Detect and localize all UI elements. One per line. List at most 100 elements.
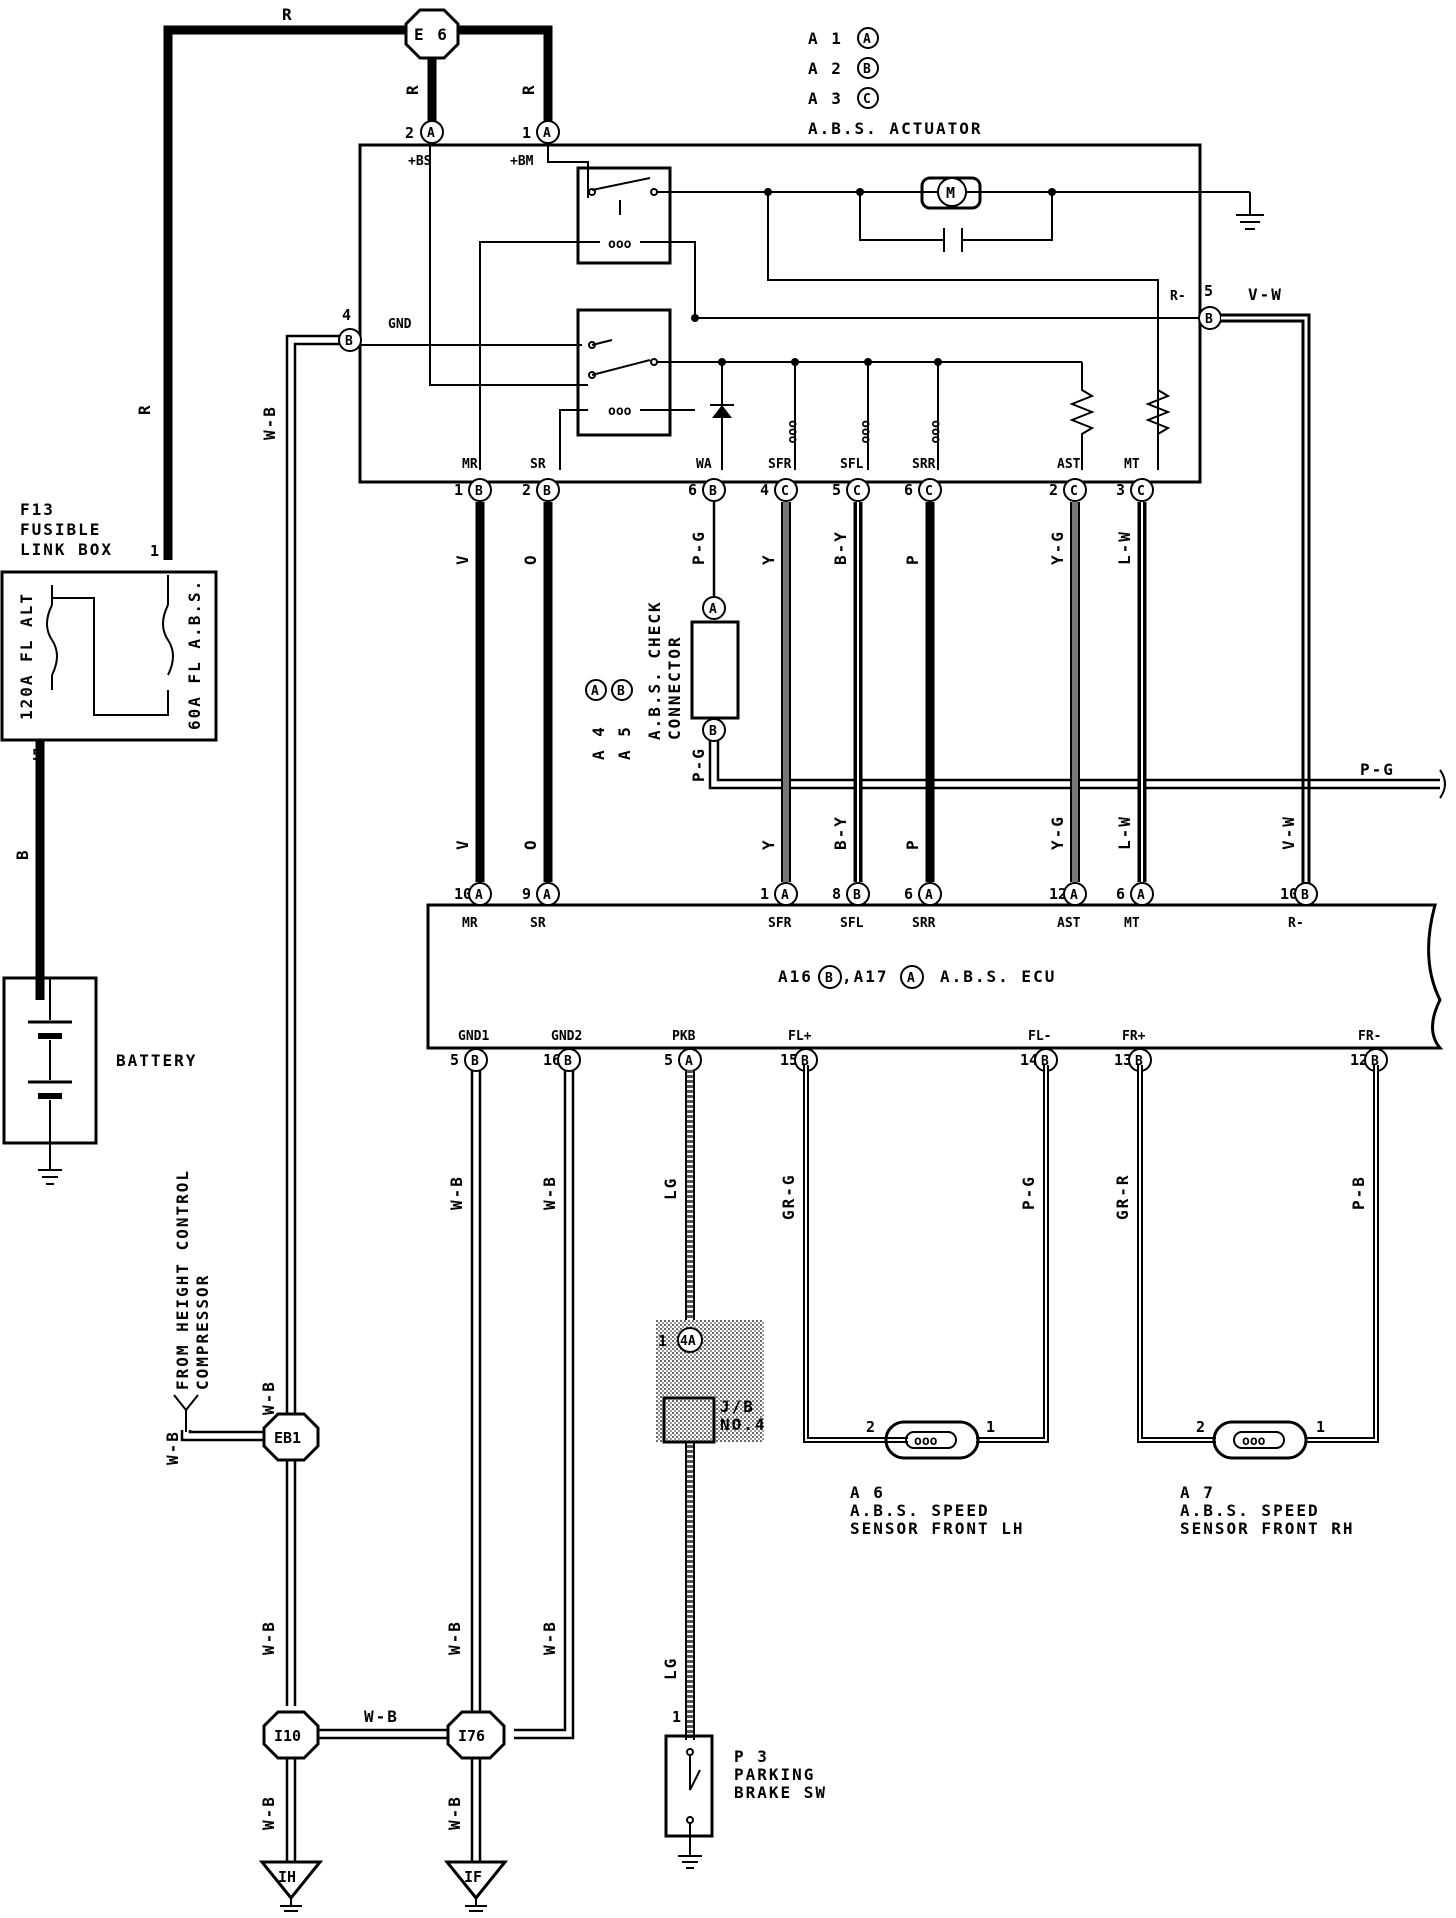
svg-text:2: 2 <box>866 1418 875 1436</box>
jb-label-1: J/B <box>720 1397 755 1416</box>
wire-pg <box>708 738 1446 799</box>
wire-label-wb-ih: W-B <box>259 1795 278 1830</box>
svg-text:ooo: ooo <box>785 420 800 444</box>
height-control-label-1: FROM HEIGHT CONTROL <box>173 1169 192 1390</box>
wire-label-r-top: R <box>282 5 294 24</box>
ecu-top-pin-0-label: MR <box>462 916 478 931</box>
wire-label-wb-eb1-bottom: W-B <box>259 1620 278 1655</box>
actuator-pin-bm-name: +BM <box>510 154 534 169</box>
svg-text:B: B <box>1041 1054 1049 1069</box>
actuator-internal: ooo M ooo <box>360 143 1264 470</box>
wire-label-o-upper: O <box>521 553 540 565</box>
svg-text:C: C <box>1070 484 1078 499</box>
fuse-120a-label: 120A FL ALT <box>17 592 36 720</box>
check-conn-a5: A 5 <box>615 725 634 760</box>
svg-text:13: 13 <box>1114 1051 1132 1069</box>
fusible-title-2: LINK BOX <box>20 540 113 559</box>
actuator-conn-a3-letter: C <box>863 92 871 107</box>
ecu-top-pin-2-label: SFR <box>768 916 792 931</box>
parking-label-1: PARKING <box>734 1765 815 1784</box>
fusible-id: F13 <box>20 500 55 519</box>
svg-text:B: B <box>617 684 625 699</box>
height-control-label-2: COMPRESSOR <box>193 1274 212 1390</box>
wire-label-lg-upper: LG <box>661 1177 680 1200</box>
svg-text:1: 1 <box>672 1708 681 1726</box>
svg-text:2: 2 <box>522 481 531 499</box>
svg-text:A: A <box>543 126 551 141</box>
wire-label-y-lower: Y <box>759 838 778 850</box>
svg-text:B: B <box>475 484 483 499</box>
svg-text:A: A <box>709 602 717 617</box>
svg-text:B: B <box>1371 1054 1379 1069</box>
svg-text:C: C <box>925 484 933 499</box>
ecu-top-pin-5-label: AST <box>1057 916 1081 931</box>
actuator-pin-5-label: SRR <box>912 457 936 472</box>
ecu-top-pin-6-label: MT <box>1124 916 1140 931</box>
ecu-bottom-pin-5-label: FR+ <box>1122 1029 1146 1044</box>
check-conn-a4: A 4 <box>589 725 608 760</box>
actuator-pin-7-label: MT <box>1124 457 1140 472</box>
svg-text:B: B <box>471 1054 479 1069</box>
svg-text:1: 1 <box>522 124 531 142</box>
svg-text:1: 1 <box>1316 1418 1325 1436</box>
wire-label-v-lower: V <box>453 838 472 850</box>
svg-text:ooo: ooo <box>858 420 873 444</box>
speed-sensor-front-lh: 2 ooo 1 A 6 A.B.S. SPEED SENSOR FRONT LH <box>850 1418 1025 1538</box>
wire-label-gnd1: W-B <box>447 1175 466 1210</box>
sensor-rh-label-1: A.B.S. SPEED <box>1180 1501 1320 1520</box>
wire-label-r-left: R <box>135 403 154 415</box>
svg-text:A: A <box>925 888 933 903</box>
actuator-pin-bs: 2 A +BS <box>405 120 444 169</box>
svg-text:4: 4 <box>760 481 769 499</box>
wire-label-p-lower: P <box>903 838 922 850</box>
svg-text:14: 14 <box>1020 1051 1038 1069</box>
actuator-gnd-name: GND <box>388 317 412 332</box>
actuator-pin-4-label: SFL <box>840 457 864 472</box>
wire-label-wb-horizontal: W-B <box>364 1707 399 1726</box>
svg-text:5: 5 <box>1204 282 1213 300</box>
svg-text:C: C <box>781 484 789 499</box>
battery: BATTERY <box>2 976 195 1185</box>
svg-text:B: B <box>1205 312 1213 327</box>
svg-text:A: A <box>475 888 483 903</box>
wire-label-b-battery: B <box>13 848 32 860</box>
svg-text:C: C <box>1137 484 1145 499</box>
sensor-lh-label-2: SENSOR FRONT LH <box>850 1519 1025 1538</box>
ecu-top-pin-4-label: SRR <box>912 916 936 931</box>
svg-text:10: 10 <box>454 885 472 903</box>
ecu-title-mid: ,A17 <box>842 967 889 986</box>
ecu-top-pin-3-label: SFL <box>840 916 864 931</box>
wire-label-gnd2: W-B <box>540 1175 559 1210</box>
wire-label-r-bm: R <box>519 83 538 95</box>
svg-text:EB1: EB1 <box>274 1429 301 1447</box>
wire-label-yg-upper: Y-G <box>1048 530 1067 565</box>
actuator-box <box>358 143 1202 484</box>
svg-text:A: A <box>685 1054 693 1069</box>
ground-if: IF <box>443 1860 509 1912</box>
check-connector-label-2: CONNECTOR <box>665 635 684 740</box>
splice-e6: E 6 <box>404 8 460 60</box>
wire-label-wb-gnd: W-B <box>260 405 279 440</box>
sensor-rh-label-2: SENSOR FRONT RH <box>1180 1519 1355 1538</box>
wire-label-pg-right: P-G <box>1360 760 1395 779</box>
wire-label-pg-upper: P-G <box>689 530 708 565</box>
wire-label-lw-upper: L-W <box>1115 530 1134 565</box>
svg-text:ooo: ooo <box>608 404 632 419</box>
svg-text:ooo: ooo <box>608 237 632 252</box>
svg-text:ooo: ooo <box>1242 1434 1266 1449</box>
actuator-legend: A 1 A A 2 B A 3 C A.B.S. ACTUATOR <box>808 27 981 138</box>
svg-text:1: 1 <box>986 1418 995 1436</box>
